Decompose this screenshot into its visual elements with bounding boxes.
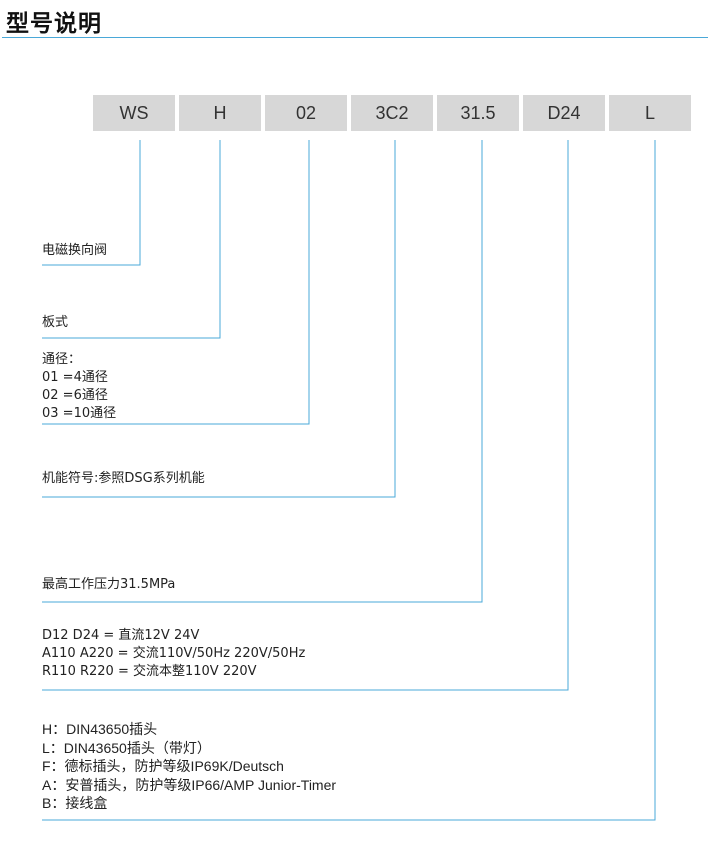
- desc-h: 板式: [42, 315, 69, 330]
- desc-voltage: D12 D24 = 直流12V 24V A110 A220 = 交流110V/5…: [42, 627, 305, 681]
- connector-pressure: [42, 140, 483, 603]
- code-box-function: 3C2: [351, 95, 433, 131]
- connector-size: [42, 140, 310, 425]
- page-title: 型号说明: [6, 11, 102, 37]
- desc-connector: H：DIN43650插头 L：DIN43650插头（带灯） F：德标插头，防护等…: [42, 720, 336, 813]
- desc-connector-line: A：安普插头，防护等级IP66/AMP Junior-Timer: [42, 776, 337, 793]
- connector-function: [42, 140, 396, 498]
- code-box-connector: L: [609, 95, 691, 131]
- desc-size-line: 03 =10通径: [42, 406, 117, 421]
- code-box-h: H: [179, 95, 261, 131]
- desc-voltage-line: R110 R220 = 交流本整110V 220V: [42, 664, 257, 679]
- connector-h: [42, 140, 221, 339]
- code-box-ws: WS: [93, 95, 175, 131]
- code-box-voltage: D24: [523, 95, 605, 131]
- desc-connector-line: L：DIN43650插头（带灯）: [42, 739, 211, 756]
- connector-ws: [42, 140, 141, 266]
- code-box-pressure: 31.5: [437, 95, 519, 131]
- desc-size-heading: 通径：: [42, 352, 82, 367]
- desc-connector-line: B：接线盒: [42, 795, 108, 811]
- desc-connector-line: H：DIN43650插头: [42, 721, 158, 737]
- desc-pressure: 最高工作压力31.5MPa: [42, 577, 176, 592]
- desc-size: 通径： 01 =4通径 02 =6通径 03 =10通径: [42, 351, 116, 423]
- code-box-size: 02: [265, 95, 347, 131]
- title-divider: [2, 37, 708, 38]
- desc-function: 机能符号:参照DSG系列机能: [42, 471, 205, 486]
- desc-connector-line: F：德标插头，防护等级IP69K/Deutsch: [42, 758, 284, 774]
- connector-voltage: [42, 140, 569, 691]
- connector-connector: [42, 140, 656, 821]
- desc-size-line: 01 =4通径: [42, 370, 108, 385]
- desc-size-line: 02 =6通径: [42, 388, 108, 403]
- desc-voltage-line: A110 A220 = 交流110V/50Hz 220V/50Hz: [42, 646, 306, 661]
- desc-voltage-line: D12 D24 = 直流12V 24V: [42, 628, 200, 643]
- desc-ws: 电磁换向阀: [42, 243, 108, 258]
